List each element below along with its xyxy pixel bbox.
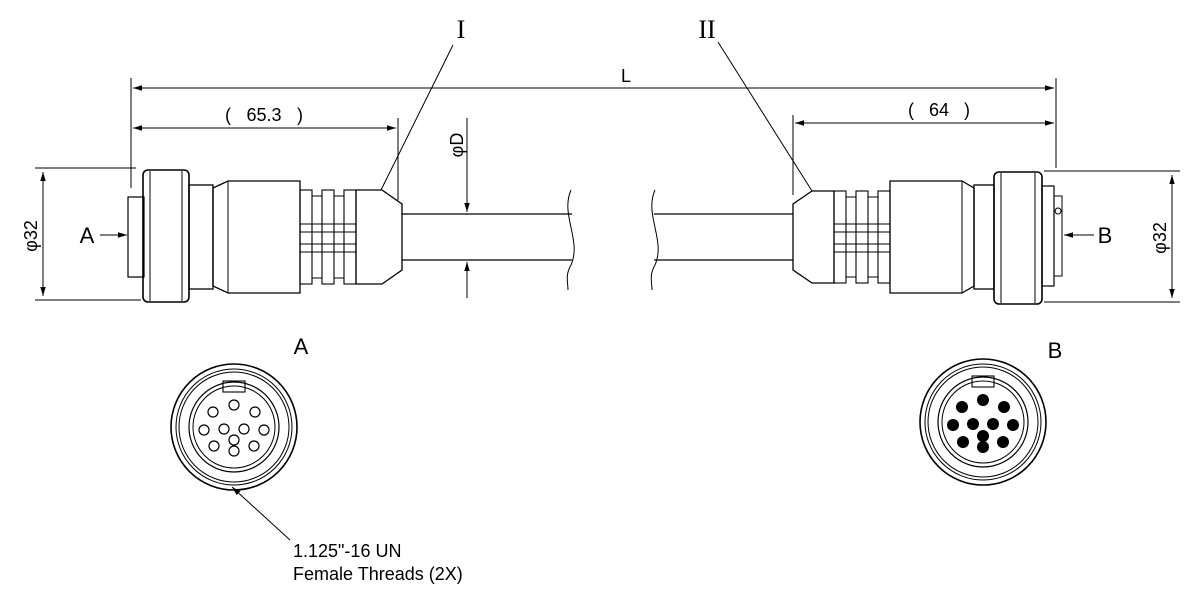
view-arrow-b: B xyxy=(1064,223,1112,248)
cable-diameter-dimension: φD xyxy=(447,118,470,298)
right-connector xyxy=(792,171,1063,305)
right-diameter-dimension: φ32 xyxy=(1044,170,1180,303)
left-diameter-dimension: φ32 xyxy=(21,167,141,301)
callout-end-one: I xyxy=(380,15,466,191)
end-view-b: B xyxy=(919,338,1063,486)
callout-end-two-label: II xyxy=(698,15,715,44)
svg-text:): ) xyxy=(297,105,303,125)
cable-diameter-label: φD xyxy=(447,133,467,158)
overall-length-dimension: L xyxy=(130,66,1057,188)
callout-end-two: II xyxy=(698,15,813,192)
left-connector-length-dimension: ( ) 65.3 xyxy=(133,105,399,200)
end-view-a-title: A xyxy=(294,334,309,359)
overall-length-label: L xyxy=(621,66,631,86)
right-connector-length-dimension: ( ) 64 xyxy=(792,100,1054,195)
callout-end-one-label: I xyxy=(457,15,466,44)
svg-text:(: ( xyxy=(225,105,231,125)
svg-text:(: ( xyxy=(908,100,914,120)
thread-note-line1: 1.125"-16 UN xyxy=(293,541,401,561)
cable xyxy=(402,189,793,291)
right-diameter-label: φ32 xyxy=(1150,222,1170,254)
left-diameter-label: φ32 xyxy=(21,220,41,252)
view-arrow-a: A xyxy=(80,223,127,248)
view-arrow-b-label: B xyxy=(1098,223,1113,248)
left-connector-length-label: 65.3 xyxy=(246,105,281,125)
end-view-b-title: B xyxy=(1048,338,1063,363)
view-arrow-a-label: A xyxy=(80,223,95,248)
right-connector-length-label: 64 xyxy=(929,100,949,120)
svg-text:): ) xyxy=(964,100,970,120)
left-connector xyxy=(127,169,403,303)
thread-note: 1.125"-16 UN Female Threads (2X) xyxy=(231,486,463,584)
thread-note-line2: Female Threads (2X) xyxy=(293,564,463,584)
end-view-a: A xyxy=(170,334,309,491)
